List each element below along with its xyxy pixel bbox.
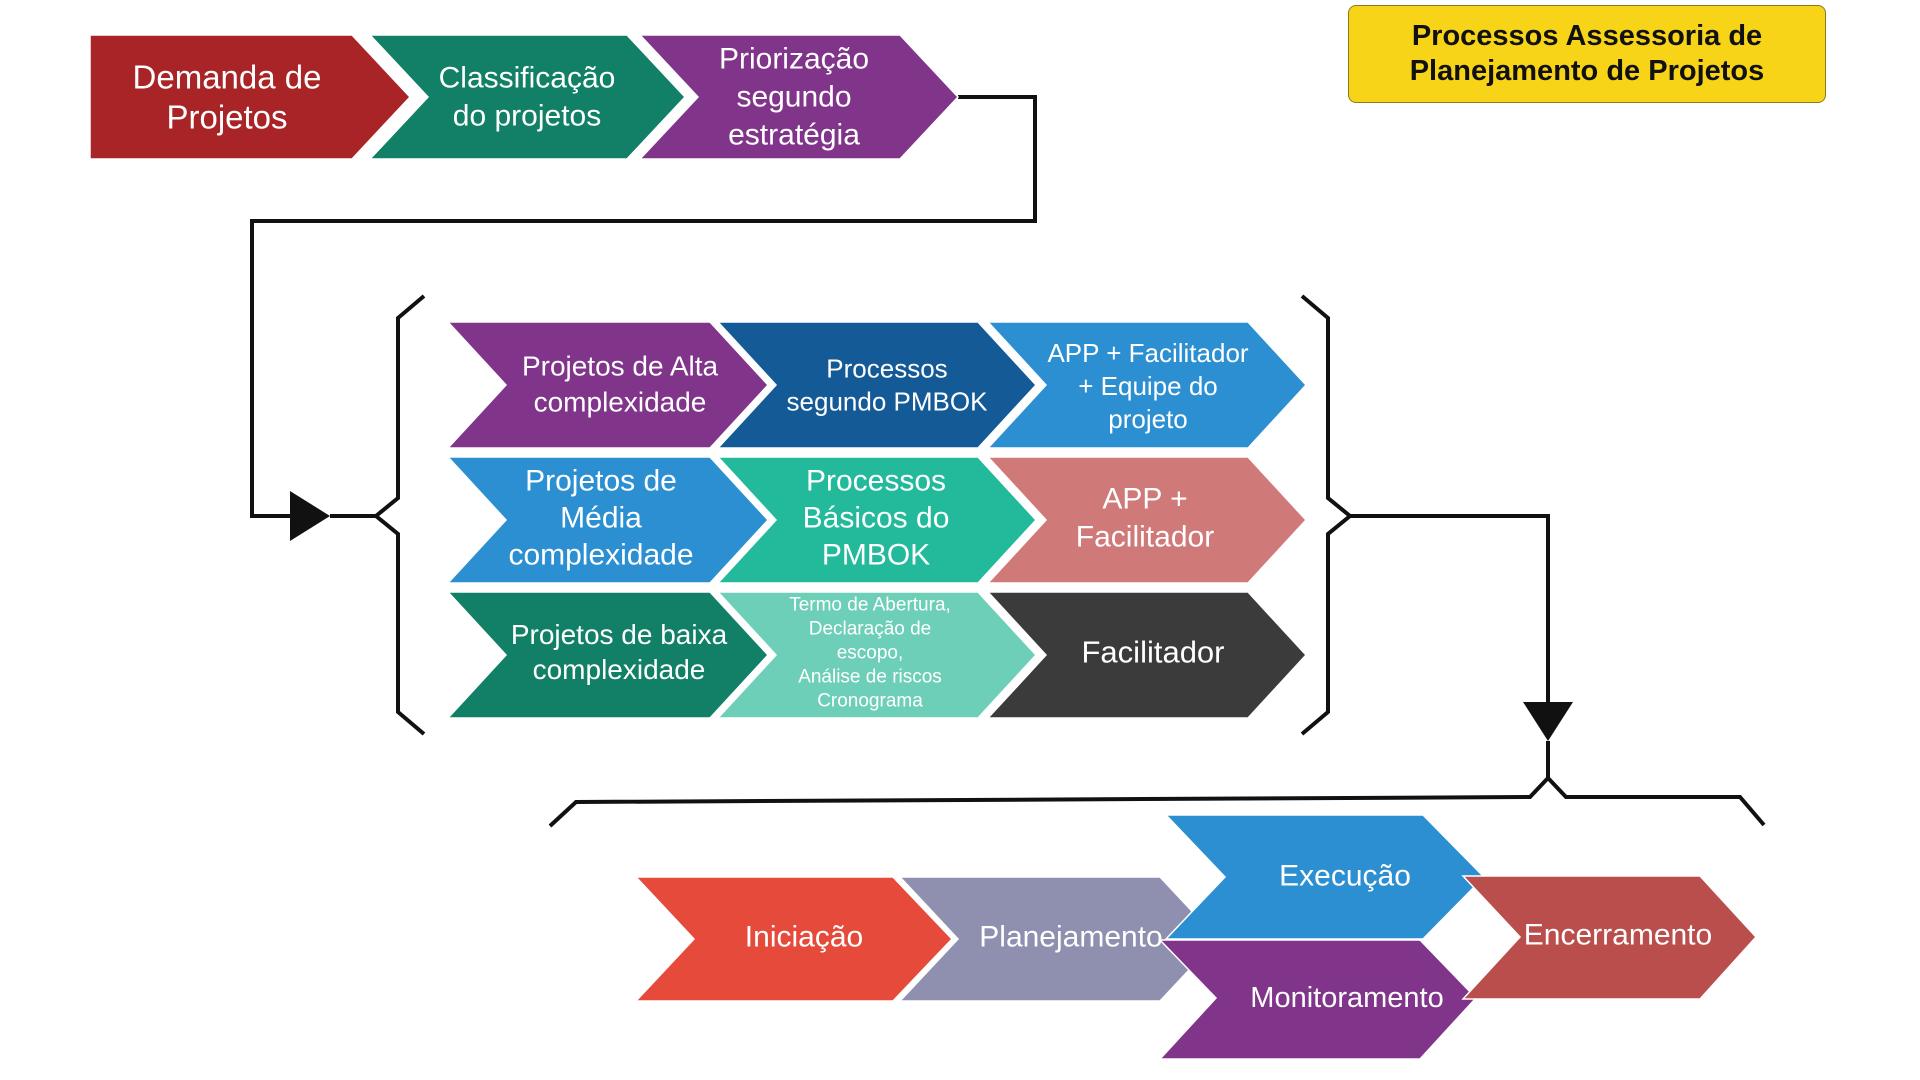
shape-processos-basicos-pmbok-label-line: Básicos do <box>803 502 950 535</box>
shape-projetos-media: Projetos de Média complexidade <box>446 456 770 584</box>
shape-projetos-media-label-line: Projetos de <box>525 465 677 498</box>
shape-facilitador: Facilitador <box>986 591 1308 719</box>
shape-encerramento-label-line: Encerramento <box>1524 919 1712 952</box>
shape-priorizacao-label-line: Priorização <box>719 43 869 76</box>
shape-processos-basicos-pmbok-label-line: Processos <box>806 465 946 498</box>
arrowhead-right-icon <box>290 491 330 541</box>
shape-projetos-alta-fill <box>446 321 770 449</box>
matrix-left-brace <box>372 294 426 736</box>
shape-encerramento-fill <box>1461 875 1758 1000</box>
shape-monitoramento: Monitoramento <box>1158 939 1478 1060</box>
shape-facilitador-fill <box>986 591 1308 719</box>
shape-processos-basicos-pmbok-fill <box>716 456 1038 584</box>
shape-projetos-media-label-line: Média <box>560 502 642 535</box>
shape-processos-pmbok-label-line: segundo PMBOK <box>787 387 989 417</box>
shape-projetos-media-fill <box>446 456 770 584</box>
shape-priorizacao-label-line: segundo <box>736 81 851 114</box>
connector-row1-to-matrix <box>250 95 1037 518</box>
shape-execucao-label-line: Execução <box>1279 860 1411 893</box>
shape-projetos-baixa: Projetos de baixa complexidade <box>446 591 770 719</box>
shape-app-facilitador-equipe-fill <box>986 321 1308 449</box>
connector-matrix-to-phases <box>1350 514 1550 702</box>
shape-termo-abertura-label-line: Análise de riscos <box>798 667 942 688</box>
shape-app-facilitador-label-line: APP + <box>1102 483 1187 516</box>
shape-classificacao-label-line: Classificação <box>439 62 616 95</box>
shape-demanda-de-projetos-label-line: Projetos <box>166 99 287 136</box>
shape-termo-abertura-label-line: Declaração de <box>809 619 932 640</box>
shape-planejamento-label-line: Planejamento <box>979 921 1162 954</box>
shape-planejamento-fill <box>898 876 1220 1002</box>
shape-app-facilitador-label-line: Facilitador <box>1076 521 1214 554</box>
shape-classificacao-label-line: do projetos <box>453 100 601 133</box>
diagram-title-line-2: Planejamento de Projetos <box>1409 55 1765 87</box>
shape-facilitador-label-line: Facilitador <box>1082 635 1225 670</box>
shape-processos-pmbok-fill <box>716 321 1038 449</box>
shape-termo-abertura: Termo de Abertura, Declaração de escopo, An… <box>716 591 1038 719</box>
shape-termo-abertura-fill <box>716 591 1038 719</box>
shape-termo-abertura-label-line: Cronograma <box>817 691 923 712</box>
shape-app-facilitador-fill <box>986 456 1308 584</box>
shape-projetos-alta: Projetos de Alta complexidade <box>446 321 770 449</box>
shape-iniciacao: Iniciação <box>634 876 954 1002</box>
shape-projetos-baixa-label-line: complexidade <box>533 654 706 685</box>
shape-projetos-baixa-label-line: Projetos de baixa <box>511 619 728 650</box>
shape-app-facilitador-equipe-label-line: APP + Facilitador <box>1047 338 1248 368</box>
arrowhead-down-icon <box>1523 702 1573 741</box>
shape-processos-pmbok-label-line: Processos <box>826 354 947 384</box>
shape-priorizacao: Priorização segundo estratégia <box>638 34 960 160</box>
shape-monitoramento-fill <box>1158 939 1478 1060</box>
shape-app-facilitador: APP + Facilitador <box>986 456 1308 584</box>
diagram-title-box: Processos Assessoria de Planejamento de … <box>1348 5 1826 103</box>
shape-projetos-baixa-fill <box>446 591 770 719</box>
shape-monitoramento-label-line: Monitoramento <box>1250 982 1443 1014</box>
shape-termo-abertura-label-line: escopo, <box>837 643 904 664</box>
shape-processos-basicos-pmbok-label-line: PMBOK <box>822 539 930 572</box>
shape-execucao-fill <box>1164 814 1486 940</box>
diagram-title-line-1: Processos Assessoria de <box>1411 19 1763 52</box>
shape-execucao: Execução <box>1164 814 1486 940</box>
shape-app-facilitador-equipe-label-line: + Equipe do <box>1078 371 1218 401</box>
shape-termo-abertura-label-line: Termo de Abertura, <box>789 595 951 616</box>
shape-encerramento: Encerramento <box>1461 875 1758 1000</box>
shape-app-facilitador-equipe-label-line: projeto <box>1108 404 1188 434</box>
matrix-right-brace <box>1300 294 1354 736</box>
shape-priorizacao-label-line: estratégia <box>728 119 860 152</box>
phases-top-brace <box>548 775 1766 828</box>
shape-projetos-media-label-line: complexidade <box>508 539 693 572</box>
shape-iniciacao-fill <box>634 876 954 1002</box>
shape-projetos-alta-label-line: complexidade <box>534 387 707 418</box>
shape-demanda-de-projetos-fill <box>89 34 412 160</box>
shape-priorizacao-fill <box>638 34 960 160</box>
shape-iniciacao-label-line: Iniciação <box>745 921 863 954</box>
shape-projetos-alta-label-line: Projetos de Alta <box>522 351 719 382</box>
shape-classificacao-fill <box>368 34 687 160</box>
shape-demanda-de-projetos-label-line: Demanda de <box>133 59 322 96</box>
shape-planejamento: Planejamento <box>898 876 1220 1002</box>
shape-classificacao: Classificação do projetos <box>368 34 687 160</box>
